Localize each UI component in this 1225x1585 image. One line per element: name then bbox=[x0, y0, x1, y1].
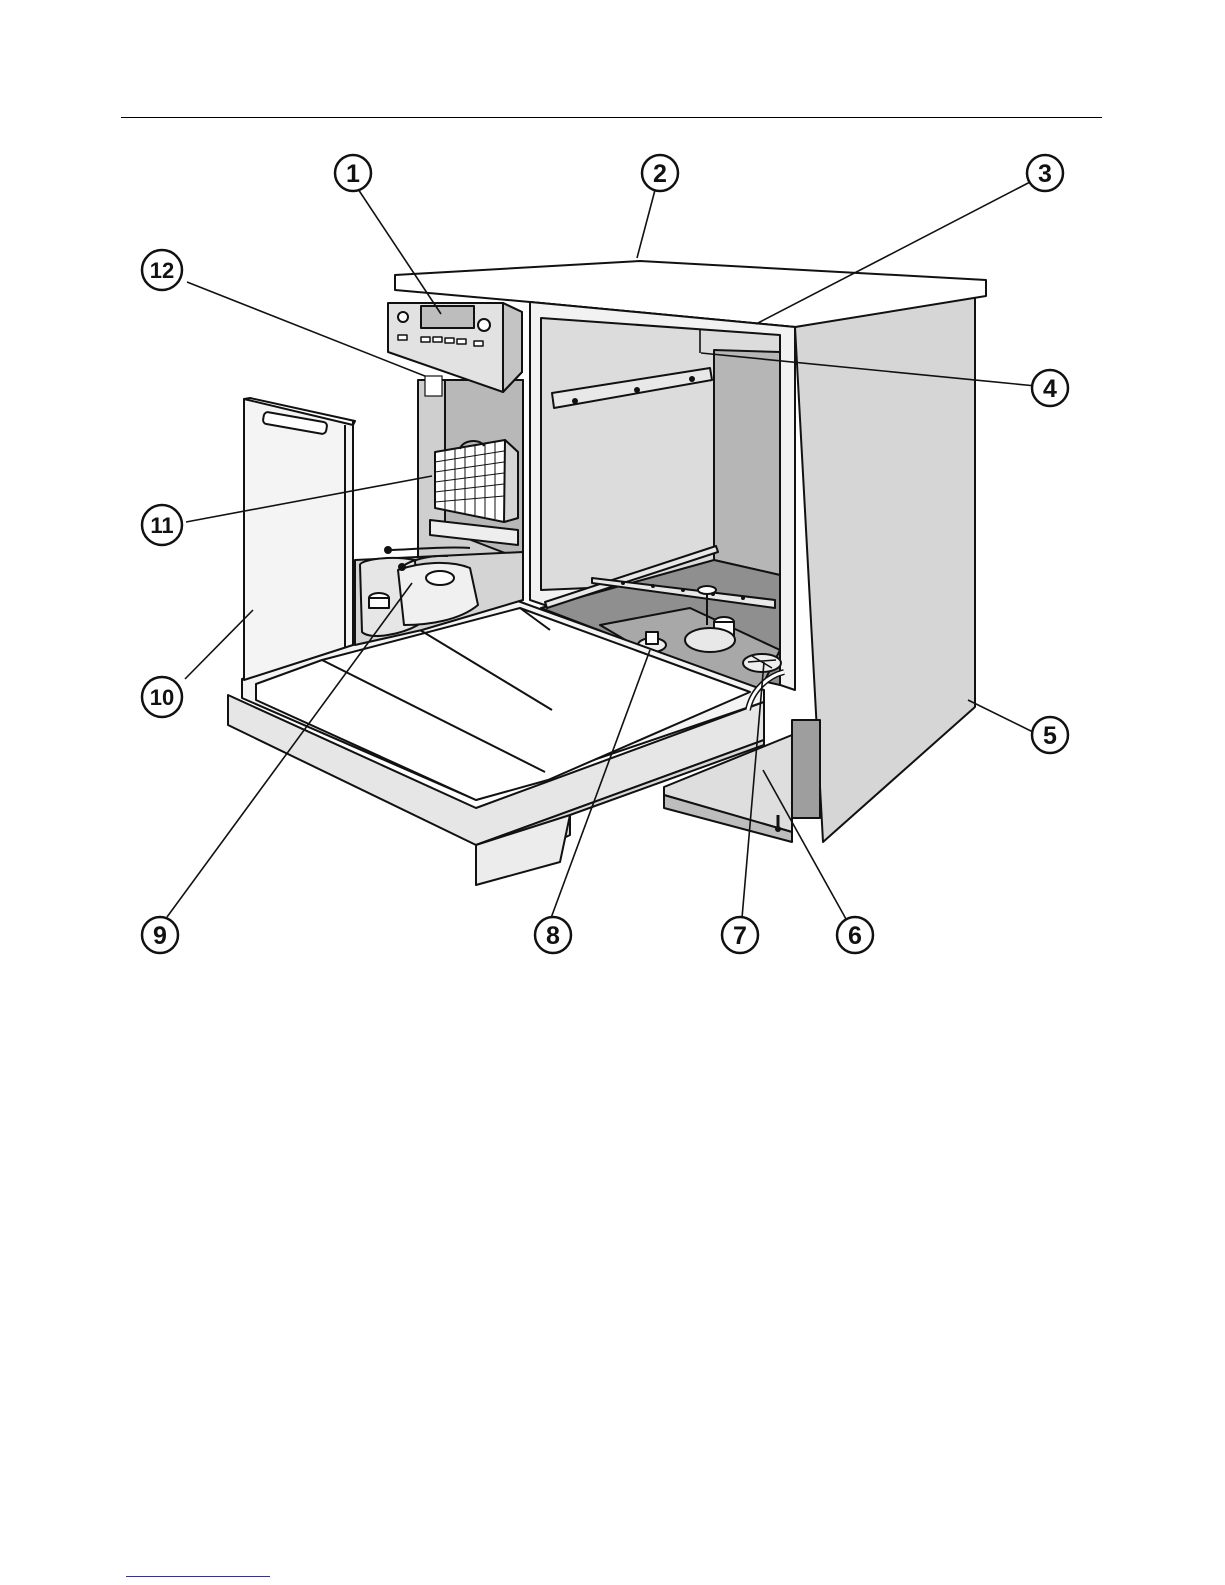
callout-8-label: 8 bbox=[546, 922, 560, 950]
callout-4-label: 4 bbox=[1043, 375, 1057, 403]
callout-1-label: 1 bbox=[346, 160, 360, 188]
callout-1: 1 bbox=[335, 155, 371, 191]
display-window bbox=[421, 306, 474, 328]
footer-link-rule bbox=[126, 1576, 270, 1577]
callout-9-label: 9 bbox=[153, 922, 167, 950]
power-button bbox=[398, 312, 408, 322]
wash-chamber-right-wall bbox=[714, 350, 780, 575]
callout-10: 10 bbox=[142, 677, 182, 717]
callout-3-label: 3 bbox=[1038, 160, 1052, 188]
callout-10-label: 10 bbox=[150, 685, 174, 710]
callout-11-label: 11 bbox=[150, 513, 173, 538]
callout-2-label: 2 bbox=[653, 160, 667, 188]
callout-11: 11 bbox=[142, 505, 182, 545]
callout-9: 9 bbox=[142, 917, 178, 953]
callout-12: 12 bbox=[142, 250, 182, 290]
leader-1 bbox=[358, 189, 441, 314]
callout-8: 8 bbox=[535, 917, 571, 953]
callout-4: 4 bbox=[1032, 370, 1068, 406]
removed-side-panel bbox=[244, 399, 353, 680]
leader-5 bbox=[968, 700, 1035, 733]
callout-7: 7 bbox=[722, 917, 758, 953]
leader-2 bbox=[637, 190, 655, 258]
callout-3: 3 bbox=[1027, 155, 1063, 191]
callout-7-label: 7 bbox=[733, 922, 747, 950]
callout-12-label: 12 bbox=[150, 258, 174, 283]
callout-5-label: 5 bbox=[1043, 722, 1057, 750]
callout-2: 2 bbox=[642, 155, 678, 191]
start-dial bbox=[478, 319, 490, 331]
leader-10 bbox=[185, 610, 253, 679]
callout-6-label: 6 bbox=[848, 922, 862, 950]
filter-knob bbox=[743, 654, 781, 672]
plinth-vent bbox=[792, 720, 820, 818]
callout-5: 5 bbox=[1032, 717, 1068, 753]
callout-6: 6 bbox=[837, 917, 873, 953]
